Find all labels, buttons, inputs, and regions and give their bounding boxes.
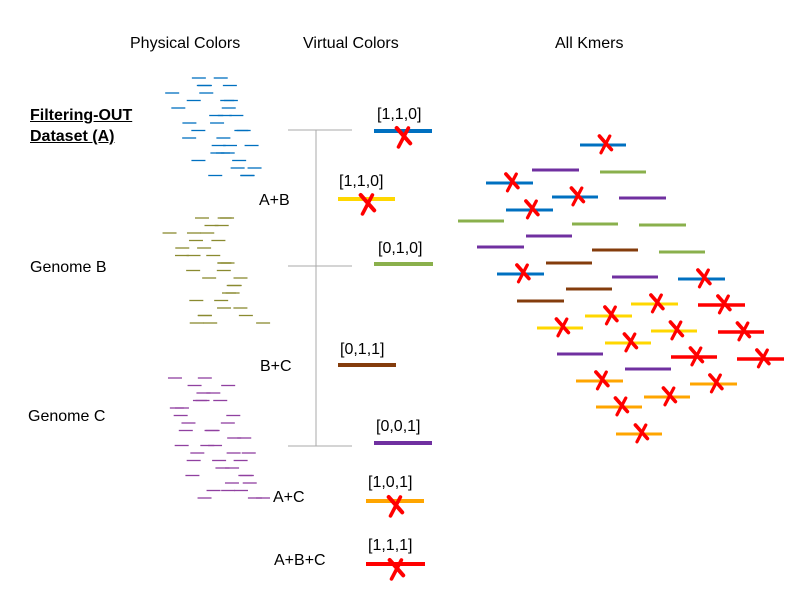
- genome-c-label: Genome C: [28, 408, 106, 425]
- genome-b-label: Genome B: [30, 259, 107, 276]
- removed-x-icon: [708, 373, 724, 394]
- removed-x-icon: [622, 332, 639, 353]
- header-virtual-colors: Virtual Colors: [303, 35, 399, 52]
- combo-bc-label: B+C: [260, 358, 292, 375]
- combo-ab-label: A+B: [259, 192, 290, 209]
- removed-x-icon: [387, 557, 406, 581]
- bracket: [288, 129, 352, 447]
- combo-ac-label: A+C: [273, 489, 305, 506]
- removed-x-icon: [524, 199, 540, 220]
- virtual-color-label: [1,1,1]: [368, 537, 413, 554]
- physical-color-cluster-a: [165, 77, 262, 177]
- combo-abc-label: A+B+C: [274, 552, 326, 569]
- genome-a-label-line1: Filtering-OUT: [30, 107, 133, 124]
- removed-x-icon: [386, 494, 405, 518]
- removed-x-icon: [688, 346, 705, 367]
- removed-x-icon: [755, 348, 771, 369]
- removed-x-icon: [358, 192, 377, 216]
- removed-x-icon: [661, 386, 678, 407]
- physical-color-cluster-b: [162, 217, 271, 324]
- removed-x-icon: [394, 125, 413, 149]
- removed-x-icon: [504, 172, 520, 193]
- header-physical-colors: Physical Colors: [130, 35, 241, 52]
- removed-x-icon: [633, 423, 650, 444]
- removed-x-icon: [554, 317, 571, 338]
- physical-color-cluster-c: [167, 377, 271, 499]
- genome-a-label-line2: Dataset (A): [30, 128, 115, 145]
- removed-x-icon: [597, 134, 614, 155]
- removed-x-icon: [603, 305, 619, 326]
- removed-x-icon: [569, 186, 586, 207]
- removed-x-icon: [735, 321, 752, 342]
- virtual-color-label: [0,1,0]: [378, 240, 423, 257]
- removed-x-icon: [515, 263, 531, 284]
- removed-x-icon: [716, 294, 732, 315]
- header-all-kmers: All Kmers: [555, 35, 624, 52]
- virtual-color-label: [1,1,0]: [377, 106, 422, 123]
- removed-x-icon: [668, 320, 685, 341]
- virtual-color-label: [1,1,0]: [339, 173, 384, 190]
- removed-x-icon: [649, 293, 665, 314]
- virtual-color-label: [0,1,1]: [340, 341, 385, 358]
- removed-x-icon: [696, 268, 712, 289]
- removed-x-icon: [594, 370, 610, 391]
- virtual-color-label: [0,0,1]: [376, 418, 421, 435]
- virtual-color-label: [1,0,1]: [368, 474, 413, 491]
- removed-x-icon: [613, 396, 630, 417]
